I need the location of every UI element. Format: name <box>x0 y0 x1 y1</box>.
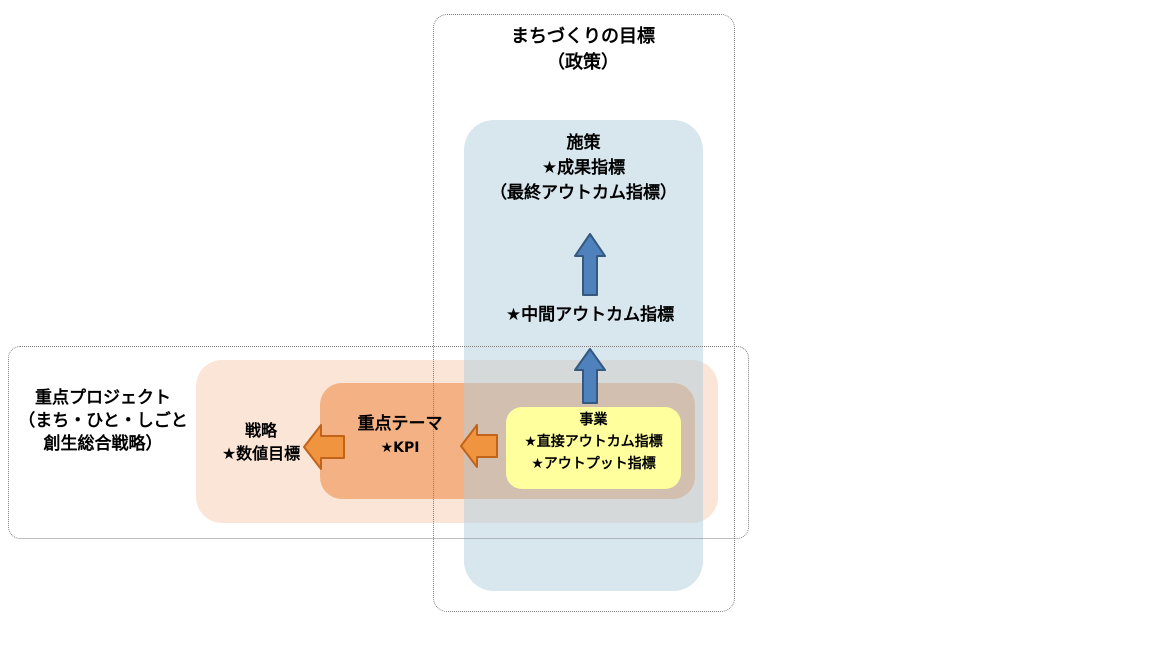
left-arrow-icon <box>303 424 345 471</box>
business-box <box>506 407 681 489</box>
business-label-block: 事業 ★直接アウトカム指標 ★アウトプット指標 <box>506 409 681 475</box>
measure-title: 施策 <box>566 133 601 153</box>
policy-goal-title: まちづくりの目標 （政策） <box>433 24 733 76</box>
up-arrow-icon <box>574 233 606 296</box>
left-arrow-icon <box>460 424 498 469</box>
business-output-indicator: ★アウトプット指標 <box>531 456 656 472</box>
policy-goal-frame <box>433 14 735 612</box>
policy-goal-title-line1: まちづくりの目標 <box>511 26 655 47</box>
policy-measure-area <box>464 120 703 591</box>
business-direct-outcome-indicator: ★直接アウトカム指標 <box>524 434 663 450</box>
measure-title-block: 施策 ★成果指標 （最終アウトカム指標） <box>464 131 703 206</box>
key-project-label-line2: （まち・ひと・しごと <box>18 411 188 431</box>
key-theme-label-block: 重点テーマ ★KPI <box>328 412 472 459</box>
key-project-label-line3: 創生総合戦略） <box>43 434 163 454</box>
business-title: 事業 <box>579 412 608 428</box>
policy-goal-title-line2: （政策） <box>547 52 619 73</box>
intermediate-outcome-label: ★中間アウトカム指標 <box>505 305 675 325</box>
measure-outcome-indicator: ★成果指標 <box>541 158 626 178</box>
strategy-label-block: 戦略 ★数値目標 <box>196 419 326 465</box>
key-project-label: 重点プロジェクト （まち・ひと・しごと 創生総合戦略） <box>10 387 196 456</box>
key-theme-kpi: ★KPI <box>380 440 420 456</box>
key-theme-title: 重点テーマ <box>357 414 443 434</box>
strategy-title: 戦略 <box>244 421 277 440</box>
strategy-numeric-target: ★数値目標 <box>221 444 301 463</box>
key-project-label-line1: 重点プロジェクト <box>35 388 171 408</box>
measure-final-outcome-indicator: （最終アウトカム指標） <box>490 183 677 203</box>
up-arrow-icon <box>574 348 606 404</box>
key-project-frame <box>8 346 749 539</box>
